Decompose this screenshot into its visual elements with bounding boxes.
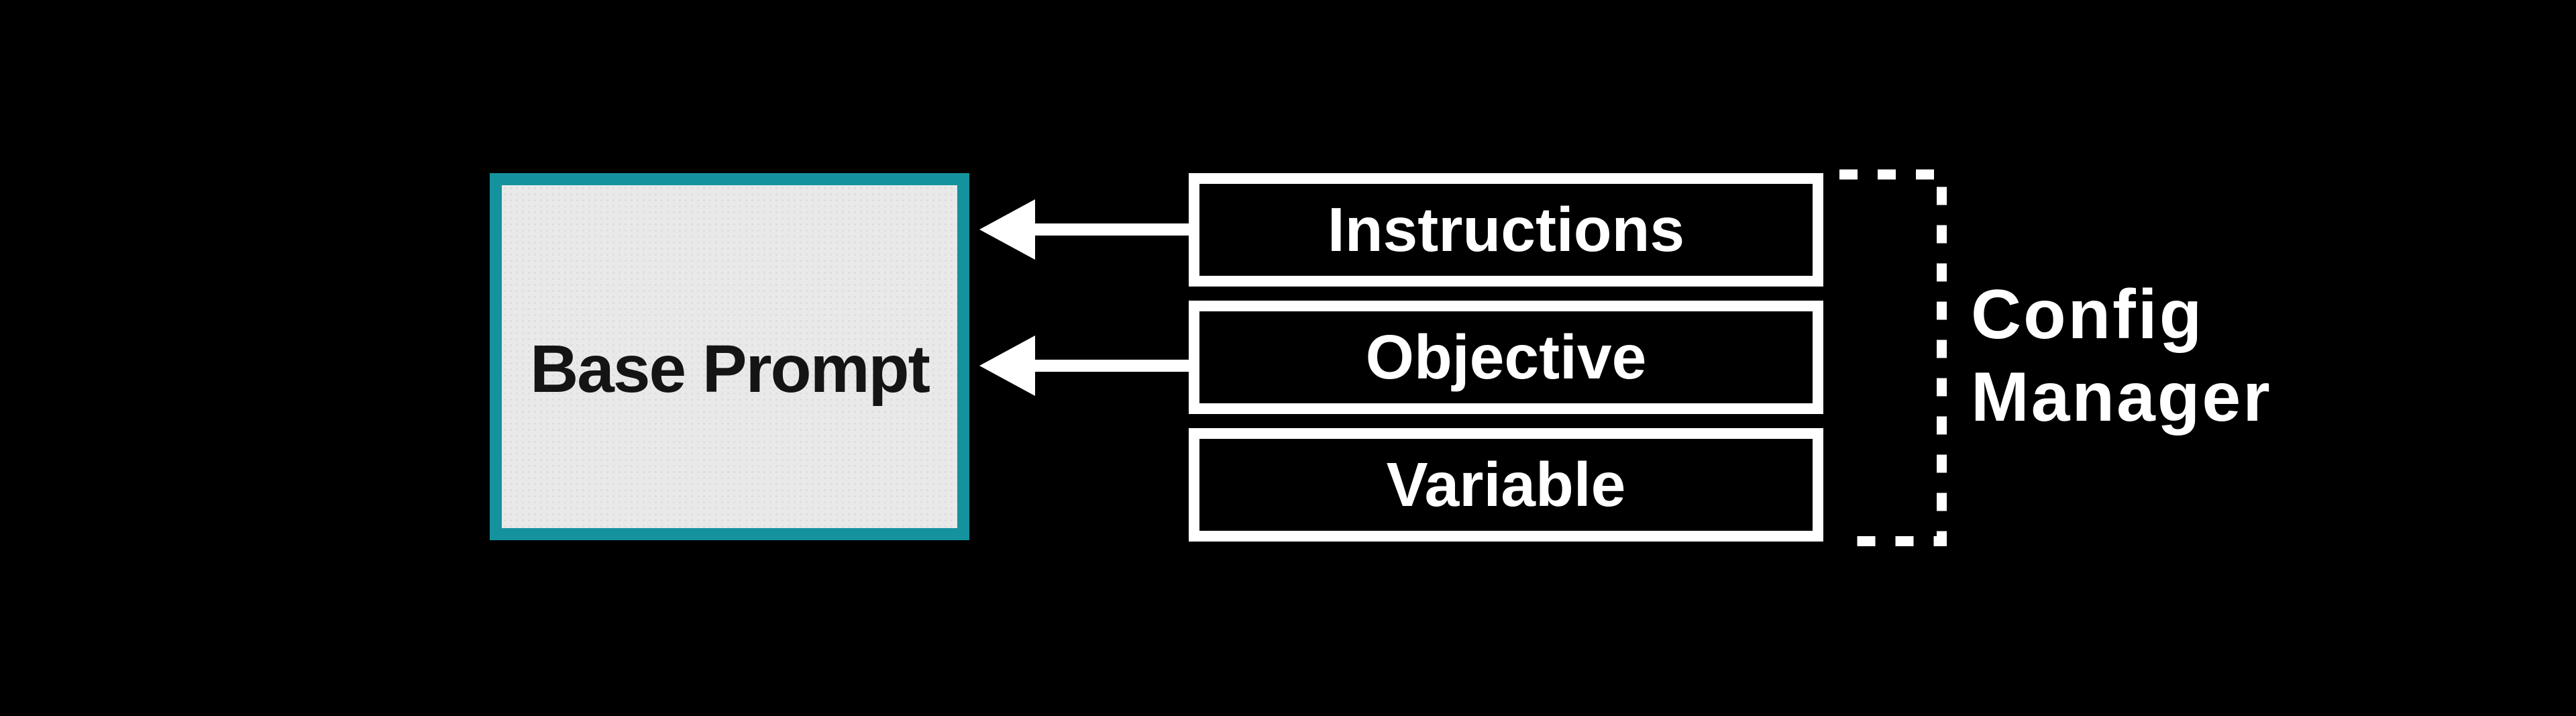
config-box-variable: Variable [1189,428,1823,542]
config-manager-label: Config Manager [1971,274,2272,439]
arrow-shaft [1035,360,1191,372]
config-manager-line2: Manager [1971,358,2272,436]
base-prompt-node: Base Prompt [490,173,969,540]
arrow-instructions-to-base-prompt [979,199,1191,260]
config-manager-line1: Config [1971,276,2204,354]
arrow-shaft [1035,223,1191,236]
dashed-bracket [1839,169,1947,546]
arrow-objective-to-base-prompt [979,336,1191,396]
base-prompt-label: Base Prompt [530,331,930,407]
config-box-instructions-label: Instructions [1327,195,1685,264]
config-box-instructions: Instructions [1189,173,1823,287]
arrowhead-left-icon [979,336,1035,396]
arrowhead-left-icon [979,199,1035,260]
config-box-objective-label: Objective [1365,322,1647,392]
config-box-objective: Objective [1189,301,1823,414]
config-box-variable-label: Variable [1386,450,1626,519]
